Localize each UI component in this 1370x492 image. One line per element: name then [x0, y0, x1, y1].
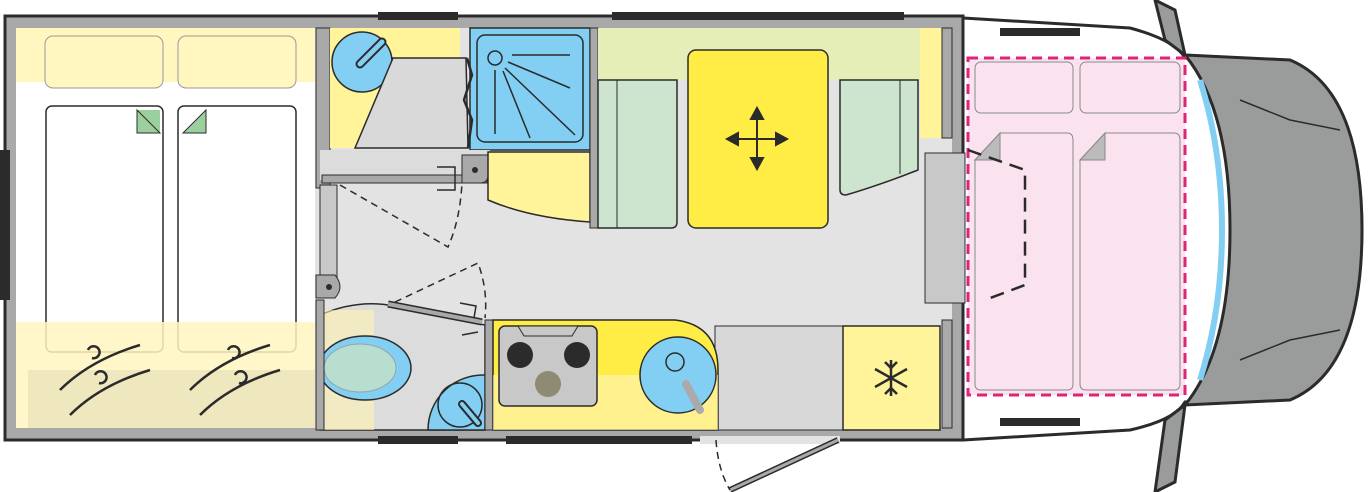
cab-window-bottom — [1000, 418, 1080, 426]
seat-headrest-right — [1079, 61, 1181, 114]
entry-door[interactable] — [700, 436, 840, 492]
cab-window-top — [1000, 28, 1080, 36]
windows — [0, 12, 904, 444]
hanger-icons — [59, 343, 281, 416]
bench-right — [839, 79, 919, 196]
mirror-right — [1153, 401, 1187, 492]
rear-bedroom — [16, 28, 315, 428]
single-bed-right — [177, 105, 297, 353]
bench-left — [597, 79, 678, 229]
seat-headrest-left — [974, 61, 1074, 114]
dinette — [487, 27, 966, 429]
seat-right — [1079, 132, 1181, 391]
washroom — [315, 27, 591, 431]
move-arrows-icon — [724, 105, 790, 172]
dashboard — [1181, 53, 1364, 407]
kitchen — [484, 319, 941, 431]
single-bed-left — [45, 105, 164, 353]
snowflake-icon — [874, 360, 908, 396]
entry-step — [924, 152, 966, 304]
windshield — [1197, 79, 1226, 381]
driver-cab — [961, 0, 1364, 492]
seat-left — [974, 132, 1074, 391]
sink — [639, 336, 717, 414]
mirror-left — [1153, 0, 1188, 59]
